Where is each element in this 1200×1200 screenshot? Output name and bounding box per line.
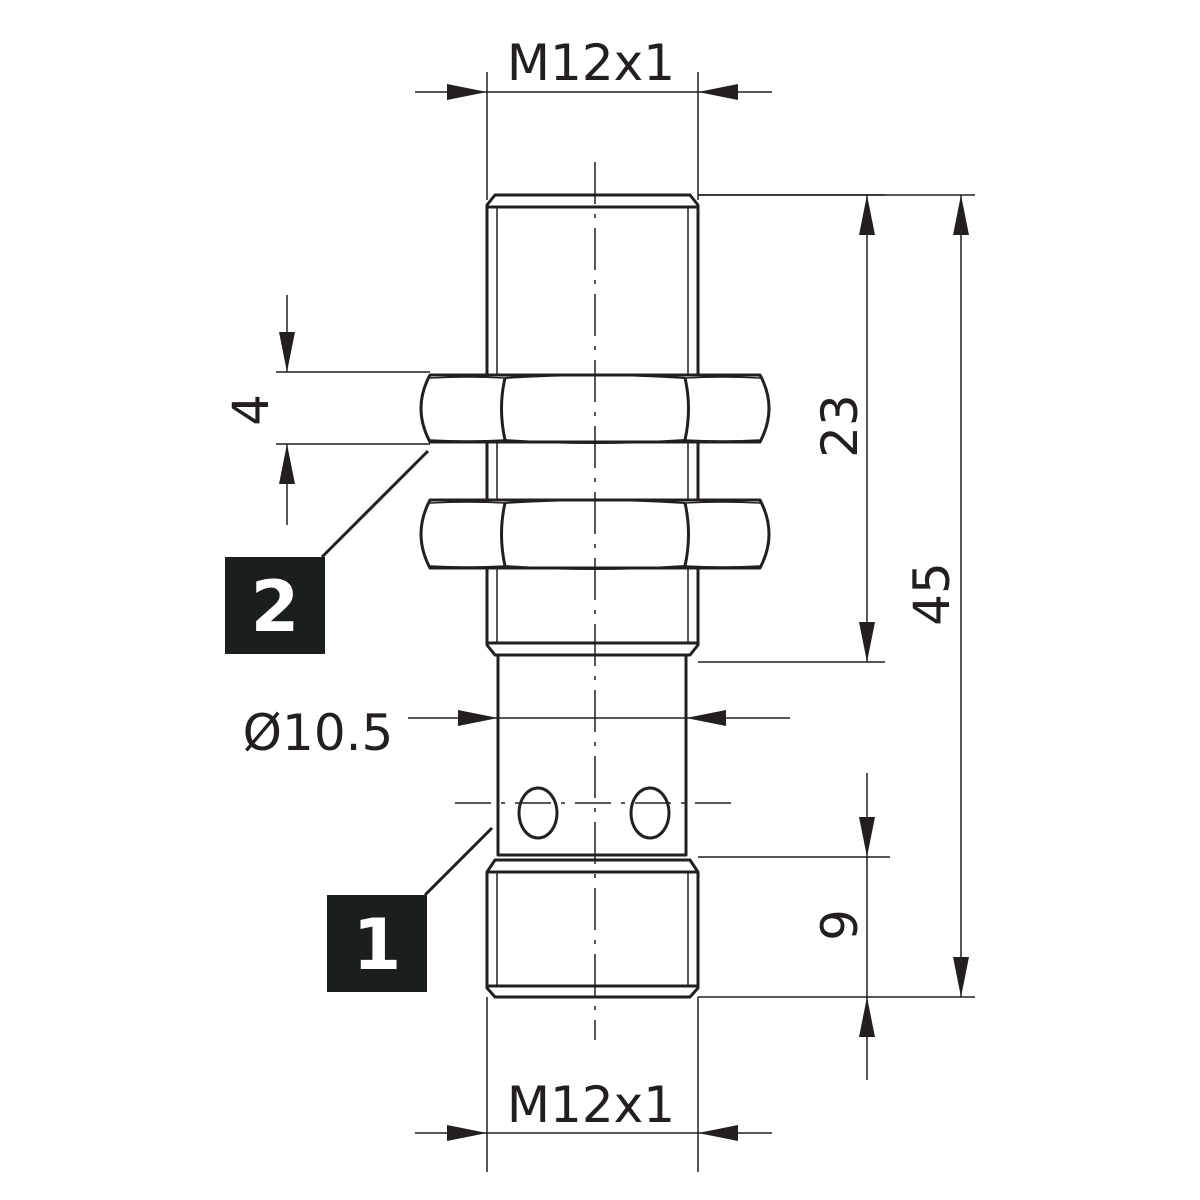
callout-number-2: 2 [251,566,300,648]
upper-thread [485,193,700,657]
smooth-housing [496,653,688,857]
sensor-body [485,193,700,999]
led-window-left [517,786,559,840]
thread-bottom-label: M12x1 [507,1076,675,1134]
callout-badge-nut: 2 [225,557,325,654]
callout-badge-connector: 1 [327,895,427,992]
total-length-label: 45 [903,562,961,626]
upper-nut [419,373,771,444]
thread-top-label: M12x1 [507,34,675,92]
lower-thread [485,858,700,999]
nut-thickness-label: 4 [222,394,280,426]
body-diameter-label: Ø10.5 [243,704,394,762]
center-lines [455,162,732,1040]
callout-number-1: 1 [353,904,402,986]
connector-length-label: 9 [811,909,869,941]
thread-length-label: 23 [811,394,869,458]
led-window-right [629,786,671,840]
dimension-lines [276,72,975,1172]
